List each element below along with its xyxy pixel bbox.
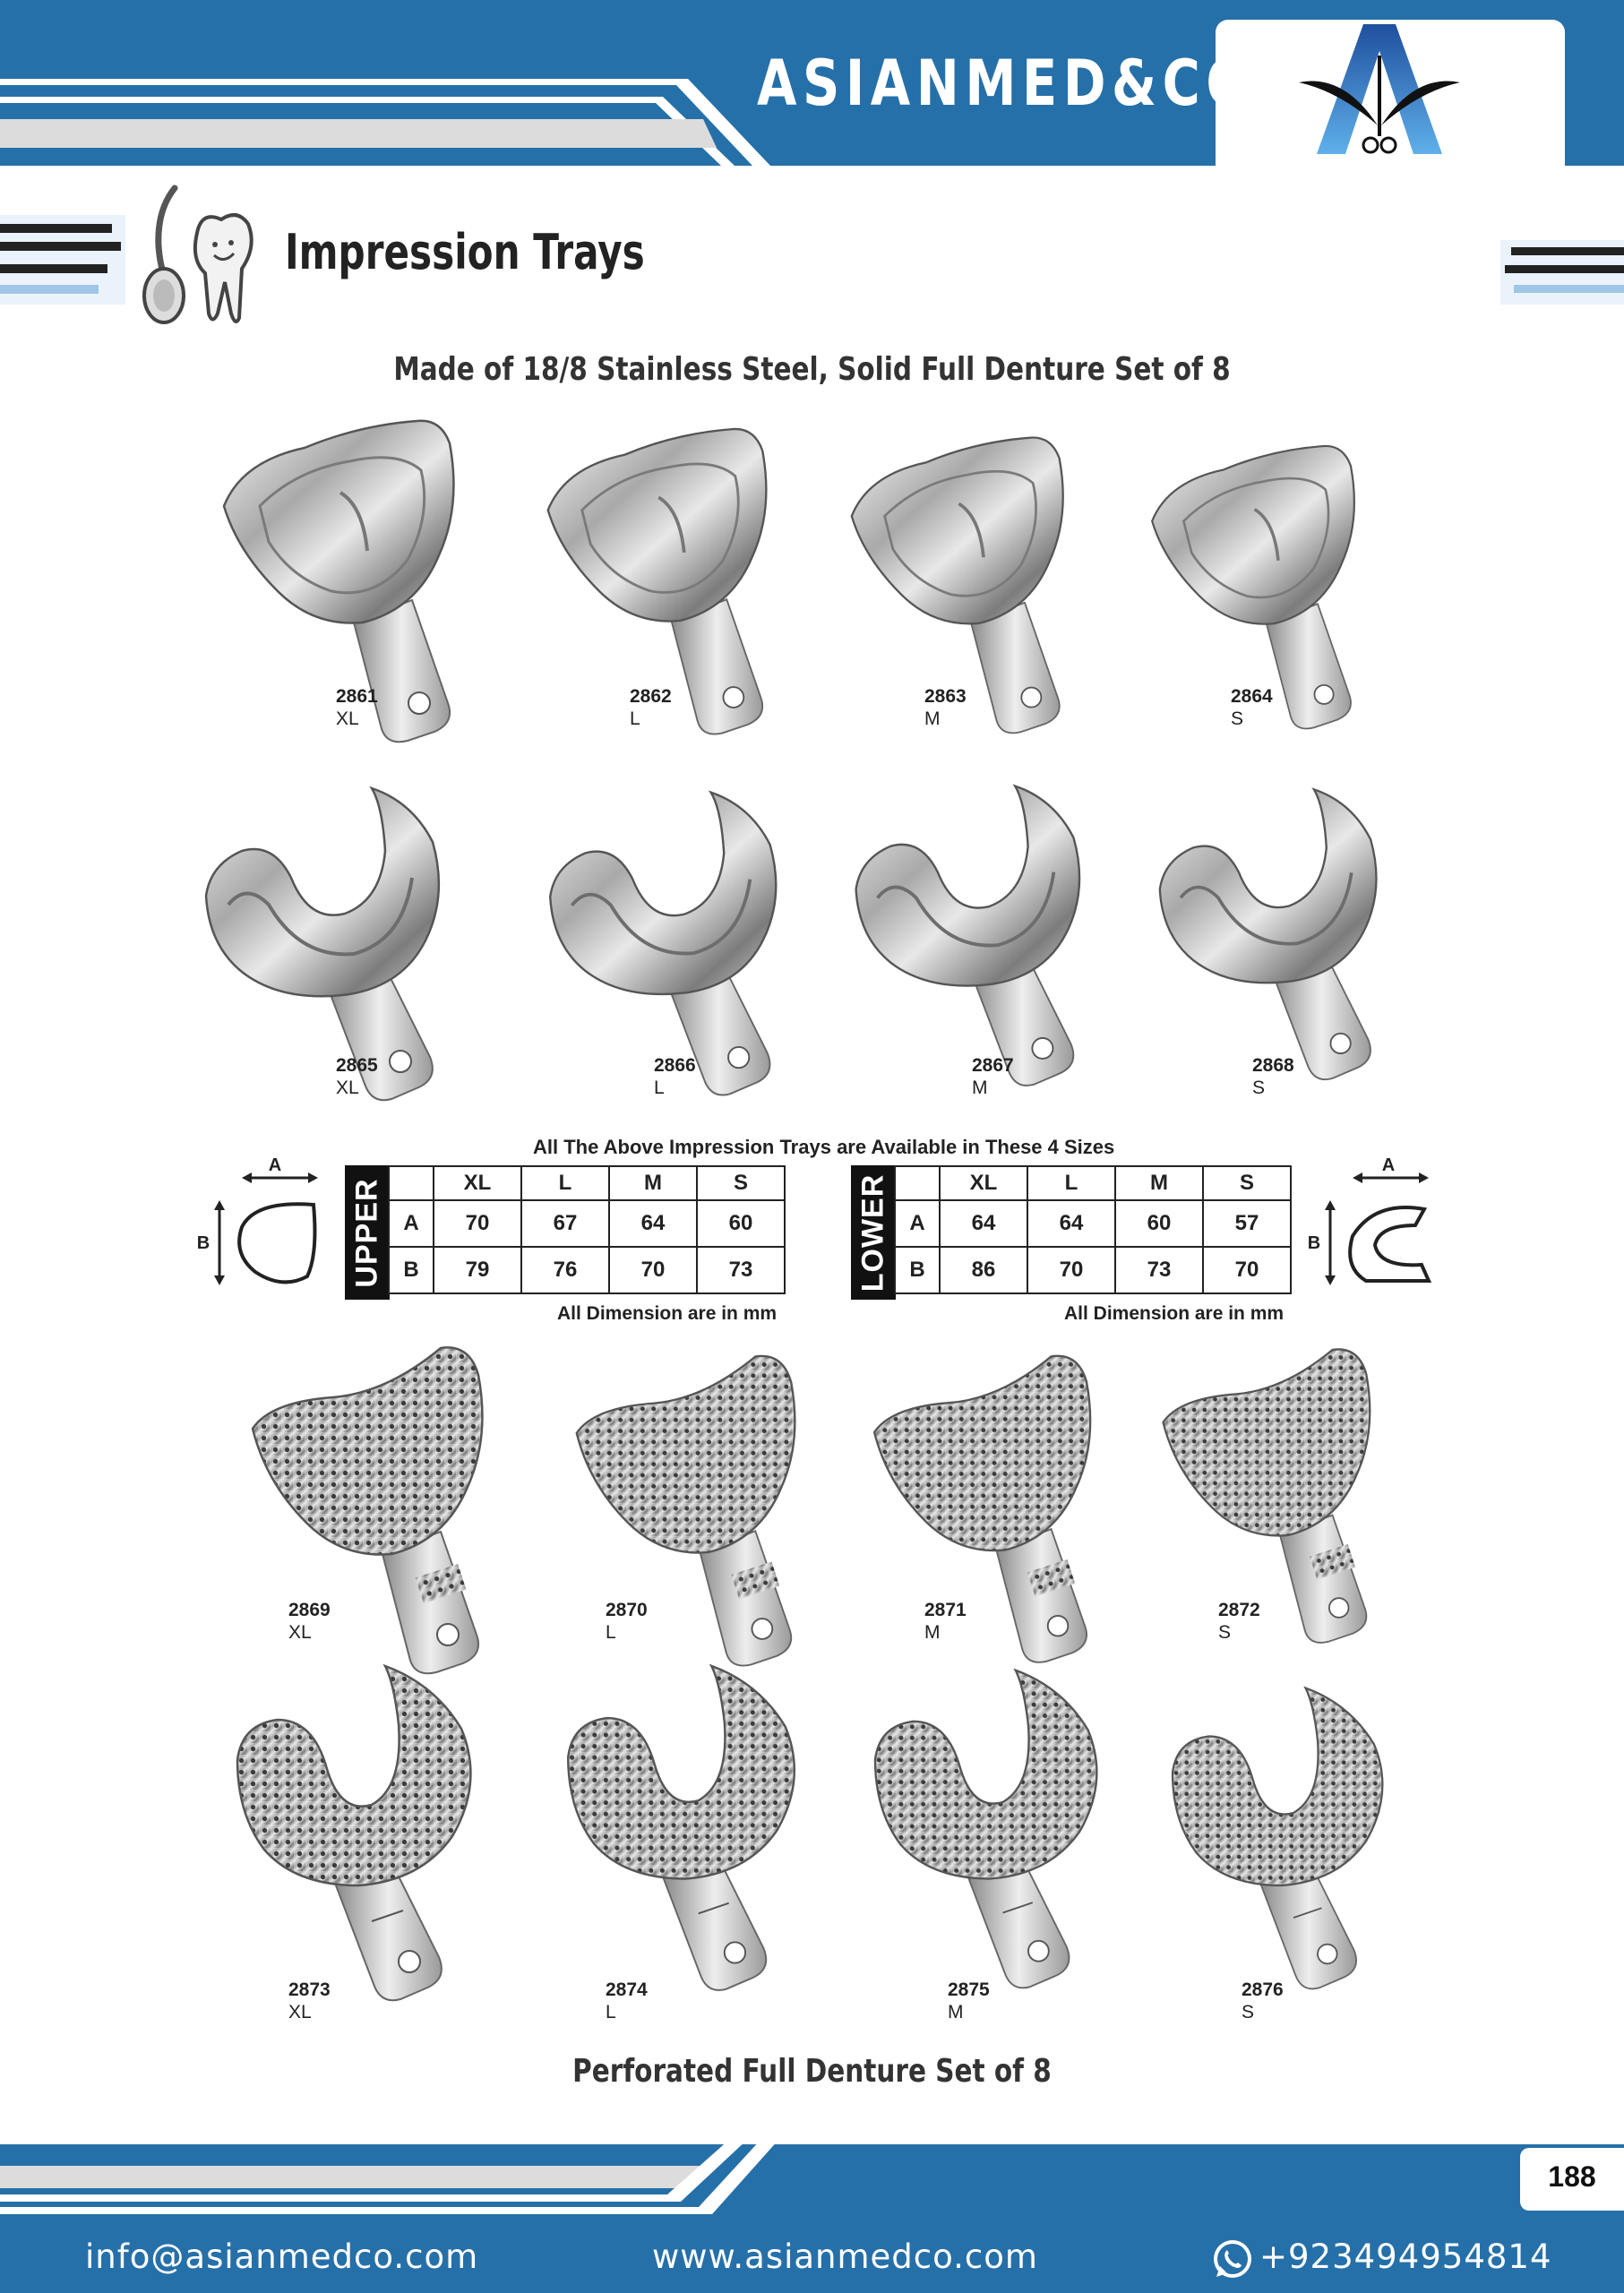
tray-image-2876 xyxy=(1147,1684,1424,2033)
product-code: 2862 xyxy=(630,686,672,707)
product-code: 2874 xyxy=(606,1980,648,2000)
whatsapp-icon xyxy=(1214,2240,1251,2278)
left-side-stripes xyxy=(0,215,125,305)
footer-phone[interactable]: +923494954814 xyxy=(1259,2237,1552,2276)
footer-bar xyxy=(0,2139,1624,2293)
product-size: L xyxy=(606,1622,616,1643)
tray-image-2865 xyxy=(193,779,470,1129)
product-size: XL xyxy=(336,709,359,729)
diagram-label-a: A xyxy=(1382,1155,1395,1175)
product-code: 2861 xyxy=(336,686,378,707)
product-code: 2867 xyxy=(972,1055,1014,1076)
product-size: S xyxy=(1242,2002,1255,2022)
tray-image-2868 xyxy=(1138,781,1415,1130)
company-logo-icon xyxy=(1299,24,1460,154)
product-code: 2866 xyxy=(654,1055,696,1076)
product-size: M xyxy=(948,2002,964,2022)
page-title: Impression Trays xyxy=(285,224,645,280)
section-subtitle: Made of 18/8 Stainless Steel, Solid Full… xyxy=(393,351,1231,388)
page-number-box xyxy=(1520,2148,1624,2211)
product-size: XL xyxy=(336,1078,359,1098)
tray-image-2862 xyxy=(524,417,802,766)
tray-image-2875 xyxy=(855,1666,1133,2015)
product-code: 2869 xyxy=(288,1600,331,1620)
diagram-label-b: B xyxy=(1308,1233,1320,1253)
upper-label: UPPER xyxy=(345,1165,390,1300)
header-stripes xyxy=(0,79,770,166)
right-side-stripes xyxy=(1500,240,1624,305)
product-code: 2875 xyxy=(948,1980,990,2000)
tray-image-2874 xyxy=(551,1662,829,2011)
product-size: S xyxy=(1252,1078,1266,1098)
footer-stripes xyxy=(0,2139,1624,2214)
tray-image-2864 xyxy=(1120,434,1397,784)
product-size: L xyxy=(606,2002,616,2022)
product-size: S xyxy=(1218,1622,1232,1643)
product-code: 2872 xyxy=(1218,1600,1260,1620)
footer-email[interactable]: info@asianmedco.com xyxy=(85,2237,479,2276)
tray-image-2870 xyxy=(553,1348,830,1697)
product-size: XL xyxy=(288,2002,312,2022)
product-code: 2871 xyxy=(924,1600,967,1620)
diagram-label-b: B xyxy=(197,1233,210,1253)
brand-name: ASIANMED&CO xyxy=(757,47,1256,120)
product-code: 2865 xyxy=(336,1055,378,1076)
product-code: 2873 xyxy=(288,1980,331,2000)
tray-image-2873 xyxy=(224,1662,502,2011)
product-size: M xyxy=(972,1078,988,1098)
upper-dimension-note: All Dimension are in mm xyxy=(557,1303,778,1324)
tray-image-2869 xyxy=(235,1339,512,1688)
sizes-caption: All The Above Impression Trays are Avail… xyxy=(533,1136,1115,1158)
footer-website[interactable]: www.asianmedco.com xyxy=(652,2237,1038,2276)
product-size: L xyxy=(654,1078,665,1098)
diagram-label-a: A xyxy=(269,1155,281,1175)
lower-dimension-note: All Dimension are in mm xyxy=(1064,1303,1285,1324)
product-size: XL xyxy=(288,1622,312,1643)
product-size: M xyxy=(924,709,941,729)
product-code: 2870 xyxy=(606,1600,648,1620)
tray-image-2871 xyxy=(849,1348,1127,1697)
bottom-caption: Perforated Full Denture Set of 8 xyxy=(572,2053,1052,2090)
product-code: 2864 xyxy=(1231,686,1273,707)
product-code: 2868 xyxy=(1252,1055,1294,1076)
product-size: S xyxy=(1231,709,1244,729)
product-size: L xyxy=(630,709,640,729)
lower-label: LOWER xyxy=(851,1165,896,1300)
product-code: 2863 xyxy=(924,686,967,707)
product-code: 2876 xyxy=(1242,1980,1284,2000)
tray-image-2872 xyxy=(1133,1342,1411,1691)
lower-dimension-diagram: A B xyxy=(1308,1155,1432,1285)
product-size: M xyxy=(924,1622,941,1643)
tray-image-2866 xyxy=(533,784,811,1133)
upper-dimension-diagram: A B xyxy=(197,1155,318,1285)
page-number: 188 xyxy=(1548,2160,1596,2193)
dental-mirror-tooth-icon xyxy=(142,185,253,324)
tray-image-2863 xyxy=(824,425,1102,775)
